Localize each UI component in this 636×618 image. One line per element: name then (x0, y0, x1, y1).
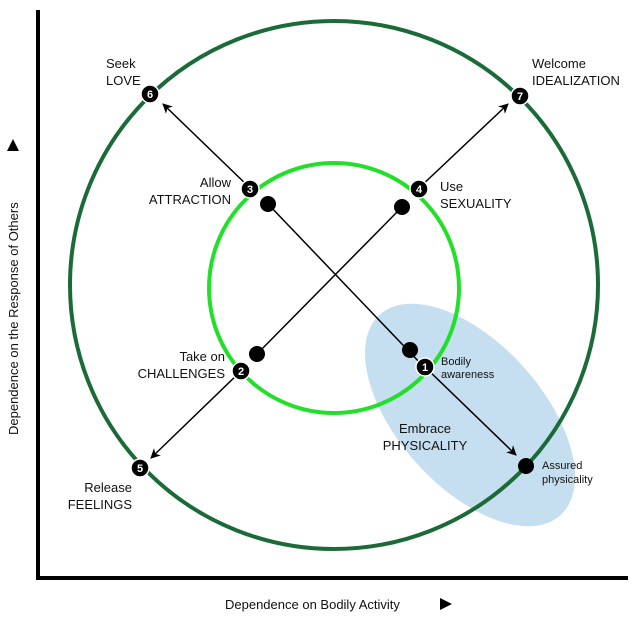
marker-3: 3 (240, 179, 260, 199)
marker-3-number: 3 (247, 184, 253, 196)
arrow-3-to-6 (162, 103, 251, 189)
marker-6-number: 6 (147, 89, 153, 101)
label-1-line1: Bodily (441, 356, 471, 368)
marker-7: 7 (510, 86, 530, 106)
arrow-4-to-7 (417, 103, 509, 190)
diagonal-line-3-1 (267, 203, 424, 367)
marker-1-number: 1 (422, 362, 428, 374)
embrace-label-line1: Embrace (399, 421, 451, 436)
label-3-line2: ATTRACTION (149, 192, 231, 207)
dot-upper-left (260, 196, 276, 212)
label-1-line2: awareness (441, 369, 495, 381)
marker-1: 1 (415, 357, 435, 377)
dot-assured-physicality (518, 458, 534, 474)
marker-5-number: 5 (137, 463, 143, 475)
arrow-1-to-assured (424, 366, 517, 456)
outer-circle (68, 19, 600, 551)
arrow-2-to-5 (150, 370, 242, 459)
physicality-ellipse (365, 303, 575, 527)
label-3-line1: Allow (200, 175, 232, 190)
label-2-line2: CHALLENGES (138, 366, 226, 381)
dot-lower-left (249, 346, 265, 362)
marker-5: 5 (130, 458, 150, 478)
label-4-line2: SEXUALITY (440, 196, 512, 211)
y-axis-arrow-icon (7, 139, 19, 151)
diagonal-line-2-4 (256, 206, 403, 355)
x-axis-title: Dependence on Bodily Activity (225, 597, 400, 612)
marker-4: 4 (409, 179, 429, 199)
dot-upper-right (394, 199, 410, 215)
label-6-line1: Seek (106, 56, 136, 71)
marker-4-number: 4 (416, 184, 423, 196)
marker-2-number: 2 (238, 366, 244, 378)
assured-label-line2: physicality (542, 474, 593, 486)
label-6-line2: LOVE (106, 73, 141, 88)
dot-lower-right (402, 342, 418, 358)
label-5-line2: FEELINGS (68, 497, 133, 512)
marker-6: 6 (140, 84, 160, 104)
label-7-line2: IDEALIZATION (532, 73, 620, 88)
marker-7-number: 7 (517, 91, 523, 103)
label-2-line1: Take on (179, 349, 225, 364)
y-axis-title: Dependence on the Response of Others (6, 202, 21, 435)
label-4-line1: Use (440, 179, 463, 194)
label-5-line1: Release (84, 480, 132, 495)
x-axis-arrow-icon (440, 598, 452, 610)
marker-2: 2 (231, 361, 251, 381)
embrace-label-line2: PHYSICALITY (383, 438, 468, 453)
label-7-line1: Welcome (532, 56, 586, 71)
inner-circle (207, 161, 461, 415)
assured-label-line1: Assured (542, 460, 582, 472)
